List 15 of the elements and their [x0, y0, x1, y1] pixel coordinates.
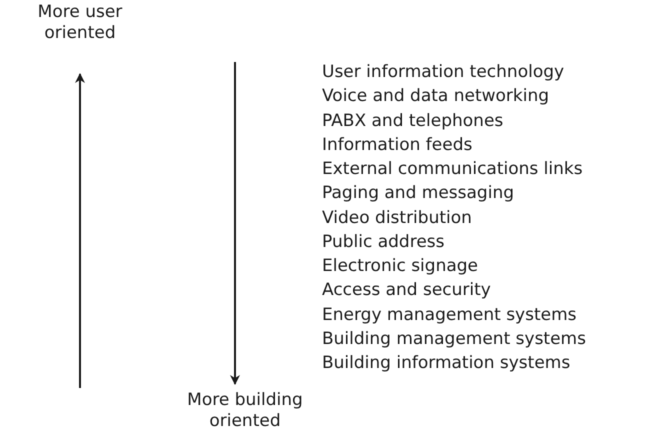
- list-item: User information technology: [322, 62, 564, 83]
- list-item: Paging and messaging: [322, 183, 514, 204]
- list-item: Electronic signage: [322, 256, 478, 277]
- axis-label: More building oriented: [186, 390, 304, 432]
- list-item: Access and security: [322, 280, 491, 302]
- list-item: Building information systems: [322, 353, 570, 374]
- list-item: External communications links: [322, 159, 583, 180]
- list-item: Energy management systems: [322, 304, 577, 326]
- list-item: PABX and telephones: [322, 110, 504, 132]
- list-item: Public address: [322, 232, 445, 253]
- list-item: Video distribution: [322, 208, 472, 228]
- axis-label: More user oriented: [36, 2, 124, 44]
- list-item: Voice and data networking: [322, 86, 550, 108]
- list-item: Building management systems: [322, 328, 586, 350]
- list-item: Information feeds: [322, 134, 472, 156]
